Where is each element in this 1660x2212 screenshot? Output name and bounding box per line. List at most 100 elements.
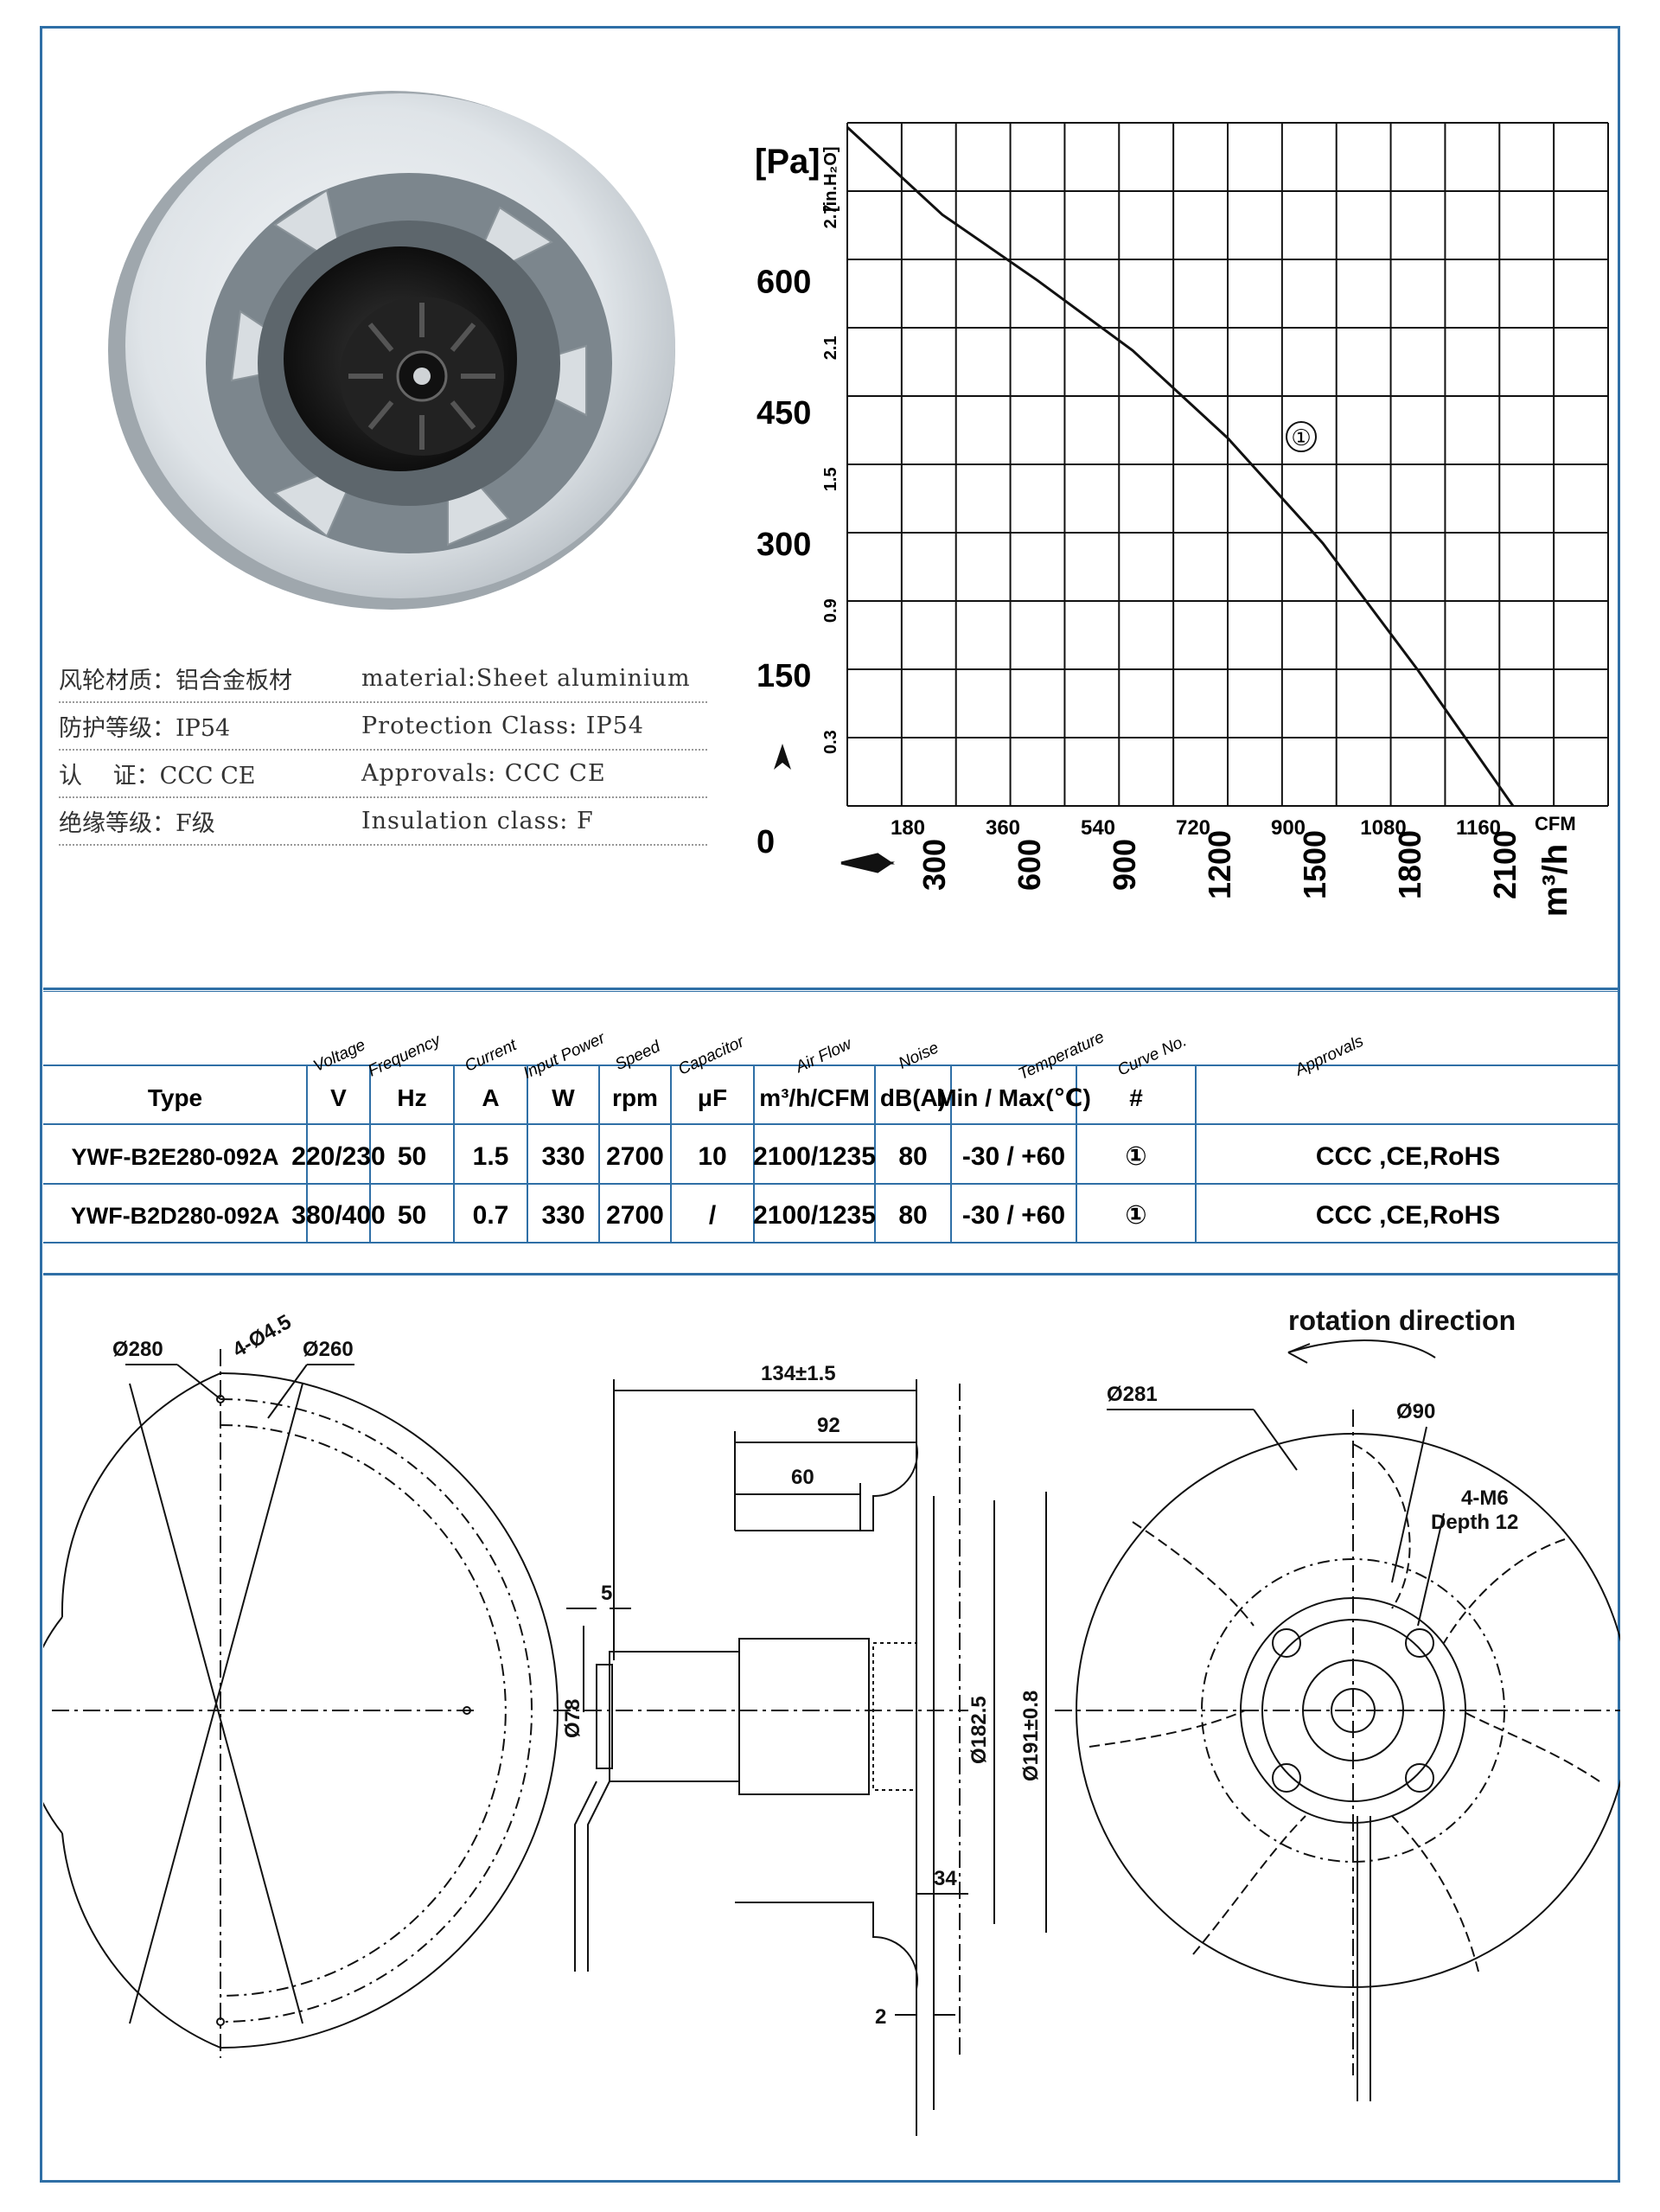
y-tick-label: 450 (757, 395, 811, 432)
dim-d260: Ø260 (303, 1338, 354, 1361)
x-tick-label-cfm: 900 (1271, 816, 1306, 840)
dim-134: 134±1.5 (761, 1362, 836, 1385)
table-cell: 380/400 (291, 1201, 385, 1230)
table-unit-cell: dB(A) (880, 1084, 946, 1111)
table-cell: 2700 (606, 1142, 664, 1171)
dim-34: 34 (934, 1867, 957, 1890)
y-tick-label-alt: 0.9 (821, 598, 840, 623)
x-tick-label-cfm: 360 (986, 816, 1020, 840)
spec-row: 绝缘等级：F级 Insulation class: F (59, 798, 707, 846)
table-unit-cell: rpm (612, 1084, 658, 1111)
dim-d281: Ø281 (1107, 1383, 1158, 1406)
table-rotated-header: Approvals (1292, 1032, 1367, 1079)
table-rotated-header: Frequency (366, 1031, 445, 1081)
y-tick-label-alt: 1.5 (821, 467, 840, 491)
dim-d78: Ø78 (561, 1699, 584, 1738)
table-unit-cell: # (1129, 1084, 1143, 1111)
dim-5: 5 (601, 1582, 612, 1605)
spec-en: Approvals: CCC CE (361, 760, 606, 787)
x-tick-label-cfm: 1080 (1360, 816, 1406, 840)
dim-d191: Ø191±0.8 (1019, 1691, 1043, 1781)
y-tick-label: 150 (757, 658, 811, 694)
table-cell: 1.5 (473, 1142, 509, 1171)
table-rotated-header: Air Flow (792, 1034, 855, 1077)
table-cell: 0.7 (473, 1201, 509, 1230)
table-unit-cell: Type (148, 1084, 202, 1111)
spec-en: material:Sheet aluminium (361, 665, 691, 692)
table-cell: ① (1125, 1201, 1146, 1230)
table-cell: 2100/1235 (753, 1201, 876, 1230)
table-rotated-header: Capacitor (675, 1032, 747, 1079)
x-axis-unit-m3h: m³/h (1536, 844, 1574, 917)
y-tick-label-alt: 2.1 (821, 336, 840, 360)
table-rotated-header: Voltage (310, 1036, 368, 1076)
dim-m6: 4-M6 (1461, 1486, 1509, 1510)
y-tick-label: 600 (757, 264, 811, 300)
table-cell: 220/230 (291, 1142, 385, 1171)
dim-2: 2 (875, 2005, 886, 2029)
y-tick-label: 300 (757, 527, 811, 563)
table-cell: 2700 (606, 1201, 664, 1230)
table-cell: 330 (541, 1201, 584, 1230)
table-cell: / (709, 1201, 717, 1230)
rotation-label: rotation direction (1288, 1305, 1516, 1336)
dim-d90: Ø90 (1396, 1400, 1435, 1423)
table-cell: 2100/1235 (753, 1142, 876, 1171)
table-rotated-header: Curve No. (1114, 1032, 1189, 1079)
table-cell: ① (1125, 1142, 1146, 1171)
x-tick-label-cfm: 720 (1176, 816, 1210, 840)
spec-en: Protection Class: IP54 (361, 713, 644, 739)
table-unit-cell: Min / Max(℃) (936, 1084, 1091, 1111)
table-cell: CCC ,CE,RoHS (1316, 1142, 1500, 1171)
table-rotated-header: Temperature (1016, 1028, 1108, 1084)
y-axis-unit: [Pa] (755, 143, 820, 181)
dim-60: 60 (791, 1466, 814, 1489)
spec-en: Insulation class: F (361, 808, 594, 834)
table-cell: -30 / +60 (962, 1142, 1065, 1171)
table-cell: 50 (398, 1142, 426, 1171)
x-axis-unit-cfm: CFM (1535, 813, 1576, 834)
x-tick-label-m3h: 600 (1012, 839, 1047, 891)
table-cell: CCC ,CE,RoHS (1316, 1201, 1500, 1230)
section-divider-top (43, 988, 1618, 990)
x-tick-label-cfm: 1160 (1456, 816, 1501, 840)
x-tick-label-cfm: 180 (891, 816, 925, 840)
table-unit-cell: W (552, 1084, 575, 1111)
x-tick-label-m3h: 1500 (1297, 830, 1332, 899)
x-tick-label-m3h: 2100 (1487, 830, 1523, 899)
table-cell: YWF-B2E280-092A (71, 1144, 278, 1170)
spec-cn: 防护等级：IP54 (59, 715, 231, 742)
chart-series-label: ① (1291, 425, 1311, 451)
right-arrow-icon (840, 853, 895, 873)
table-rotated-header: Current (463, 1036, 520, 1076)
table-cell: -30 / +60 (962, 1201, 1065, 1230)
table-cell: 80 (898, 1201, 927, 1230)
chart-grid (846, 122, 1609, 807)
table-unit-cell: Hz (397, 1084, 426, 1111)
table-cell: 80 (898, 1142, 927, 1171)
spec-cn: 绝缘等级：F级 (59, 810, 215, 837)
dim-holes: 4-Ø4.5 (229, 1310, 296, 1362)
table-cell: YWF-B2D280-092A (71, 1203, 280, 1229)
y-tick-label-alt: 2.7 (821, 205, 840, 229)
fan-photo (108, 91, 675, 610)
up-arrow-icon (774, 744, 791, 770)
dim-depth: Depth 12 (1431, 1511, 1518, 1534)
page-frame (40, 26, 1620, 2183)
table-unit-cell: m³/h/CFM (759, 1084, 870, 1111)
performance-chart: ① [Pa] [in.H₂O] 01503004506000.30.91.52.… (755, 122, 1609, 917)
x-tick-label-m3h: 1800 (1392, 830, 1427, 899)
table-rotated-header: Noise (896, 1039, 942, 1073)
table-cell: 50 (398, 1201, 426, 1230)
spec-row: 防护等级：IP54 Protection Class: IP54 (59, 703, 707, 751)
x-tick-label-m3h: 1200 (1202, 830, 1237, 899)
technical-drawings: Ø280 4-Ø4.5 Ø260 134±1.5 92 60 5 Ø78 Ø18… (43, 1305, 1620, 2136)
